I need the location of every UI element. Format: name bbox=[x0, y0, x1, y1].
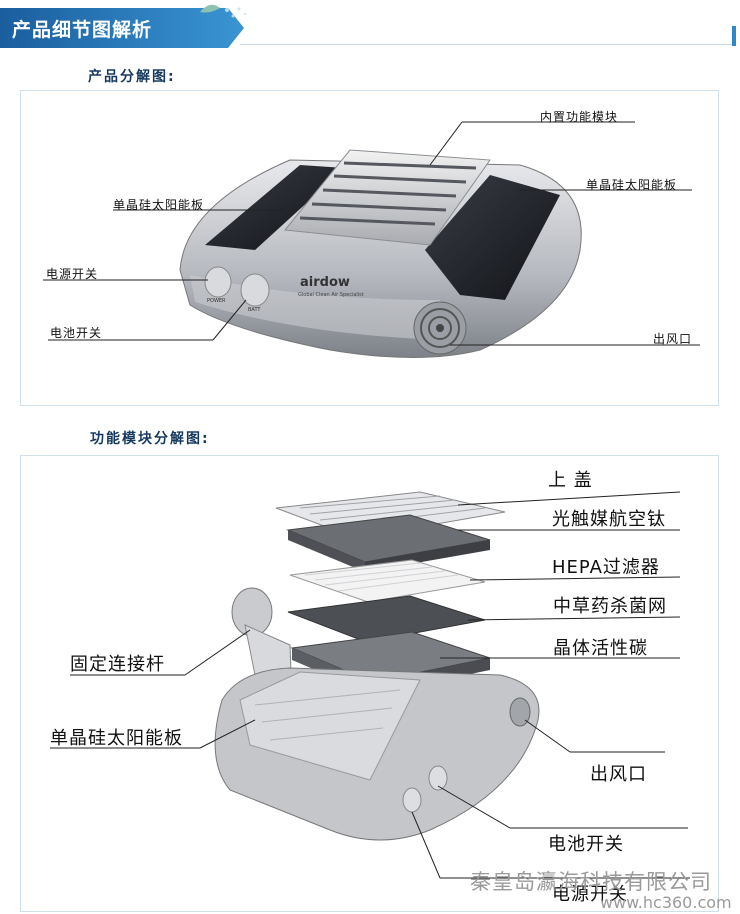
watermark-url: www.hc360.com bbox=[600, 893, 732, 912]
label-activated-carbon: 晶体活性碳 bbox=[553, 638, 648, 659]
label-battery-switch-2: 电池开关 bbox=[548, 834, 624, 855]
section-title-product: 产品分解图: bbox=[88, 69, 176, 85]
header-accent-bar bbox=[732, 26, 736, 46]
label-solar-panel-right: 单晶硅太阳能板 bbox=[586, 178, 678, 192]
label-herbal-mesh: 中草药杀菌网 bbox=[553, 596, 667, 617]
label-air-outlet: 出风口 bbox=[653, 332, 693, 346]
banner-shape bbox=[0, 8, 244, 48]
brand-tagline: Global Clean Air Specialist bbox=[298, 292, 364, 298]
watermark-company: 秦皇岛瀛海科技有限公司 bbox=[470, 870, 712, 894]
header-divider bbox=[240, 44, 734, 45]
label-solar-panel-left: 单晶硅太阳能板 bbox=[113, 198, 205, 212]
battery-button-mark: BATT bbox=[248, 307, 261, 313]
label-builtin-module: 内置功能模块 bbox=[540, 110, 619, 124]
label-power-switch: 电源开关 bbox=[46, 267, 99, 281]
section-title-module: 功能模块分解图: bbox=[90, 431, 210, 447]
label-fixing-rod: 固定连接杆 bbox=[70, 654, 165, 675]
label-solar-panel: 单晶硅太阳能板 bbox=[50, 728, 183, 749]
section-header-banner: 产品细节图解析 bbox=[0, 8, 250, 48]
leaf-decoration-icon bbox=[200, 4, 246, 18]
brand-logo: airdow bbox=[300, 275, 350, 290]
label-photocatalyst-titanium: 光触媒航空钛 bbox=[552, 509, 666, 530]
power-button-mark: POWER bbox=[207, 298, 226, 304]
label-battery-switch: 电池开关 bbox=[50, 326, 103, 340]
label-outlet: 出风口 bbox=[590, 764, 647, 785]
label-power-switch-2: 电源开关 bbox=[552, 884, 628, 905]
label-top-cover: 上 盖 bbox=[548, 470, 593, 491]
page-title: 产品细节图解析 bbox=[12, 19, 153, 41]
label-hepa-filter: HEPA过滤器 bbox=[552, 557, 660, 578]
